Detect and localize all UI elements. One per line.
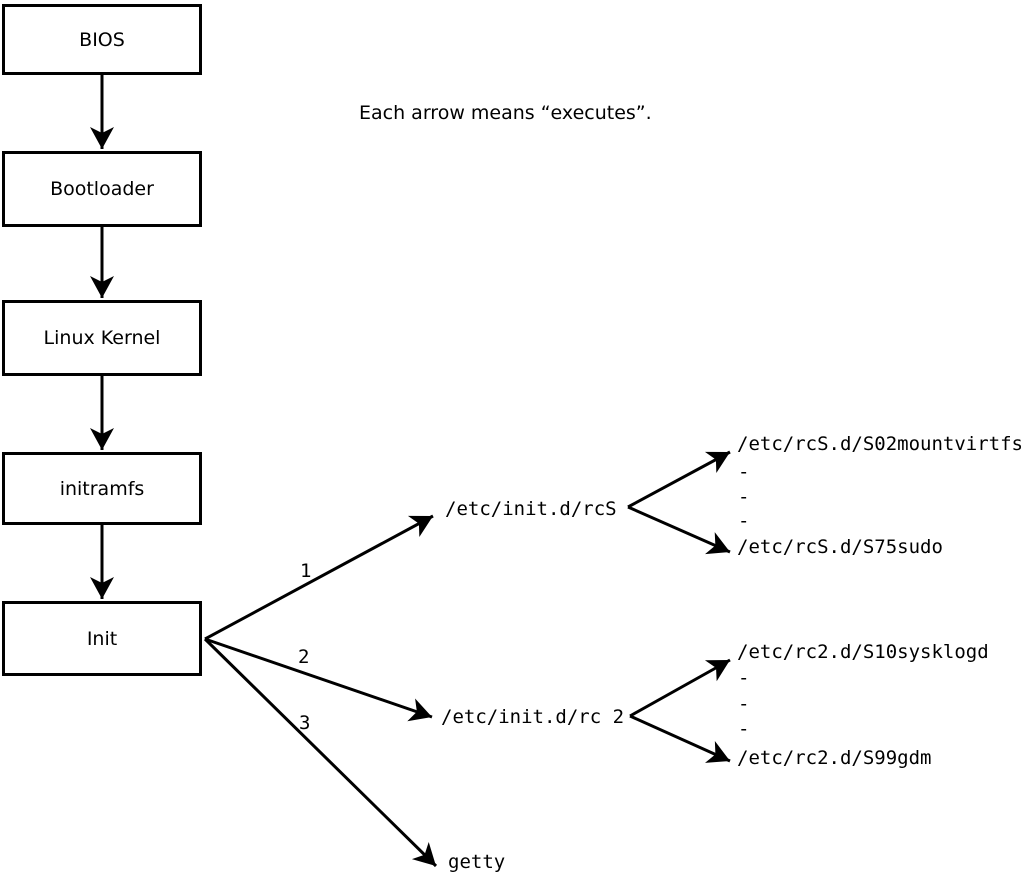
node-bootloader-label: Bootloader	[50, 178, 154, 200]
label-rcs: /etc/init.d/rcS	[445, 498, 617, 520]
label-rcs-last-script: /etc/rcS.d/S75sudo	[737, 536, 943, 558]
node-init: Init	[2, 601, 202, 676]
arrow-rcs-to-s02	[627, 450, 731, 509]
edge-label-1: 1	[300, 560, 312, 582]
label-rc2-dash-2: -	[738, 693, 750, 715]
arrow-rc2-to-s99	[629, 714, 731, 763]
label-getty: getty	[448, 851, 506, 873]
label-rc2: /etc/init.d/rc 2	[441, 706, 625, 728]
arrow-init-to-rc2	[204, 637, 433, 722]
node-linux-kernel: Linux Kernel	[2, 300, 202, 376]
arrow-init-to-rcs	[204, 514, 434, 641]
label-rc2-last-script: /etc/rc2.d/S99gdm	[737, 747, 932, 769]
diagram-caption: Each arrow means “executes”.	[359, 102, 652, 124]
node-bios: BIOS	[2, 4, 202, 75]
node-initramfs: initramfs	[2, 452, 202, 525]
arrow-init-to-getty	[203, 637, 438, 868]
label-rcs-dash-3: -	[738, 510, 750, 532]
label-rcs-dash-1: -	[738, 461, 750, 483]
label-rcs-first-script: /etc/rcS.d/S02mountvirtfs	[737, 433, 1023, 455]
label-rcs-dash-2: -	[738, 486, 750, 508]
edge-label-2: 2	[298, 646, 310, 668]
arrow-rc2-to-s10	[629, 658, 731, 718]
node-bootloader: Bootloader	[2, 151, 202, 227]
node-initramfs-label: initramfs	[59, 477, 145, 500]
label-rc2-dash-1: -	[738, 667, 750, 689]
node-init-label: Init	[86, 627, 118, 650]
label-rc2-first-script: /etc/rc2.d/S10sysklogd	[737, 641, 989, 663]
edge-label-3: 3	[299, 712, 311, 734]
arrow-rcs-to-s75	[627, 505, 731, 555]
node-linux-kernel-label: Linux Kernel	[43, 327, 161, 349]
node-bios-label: BIOS	[79, 28, 125, 51]
label-rc2-dash-3: -	[738, 718, 750, 740]
